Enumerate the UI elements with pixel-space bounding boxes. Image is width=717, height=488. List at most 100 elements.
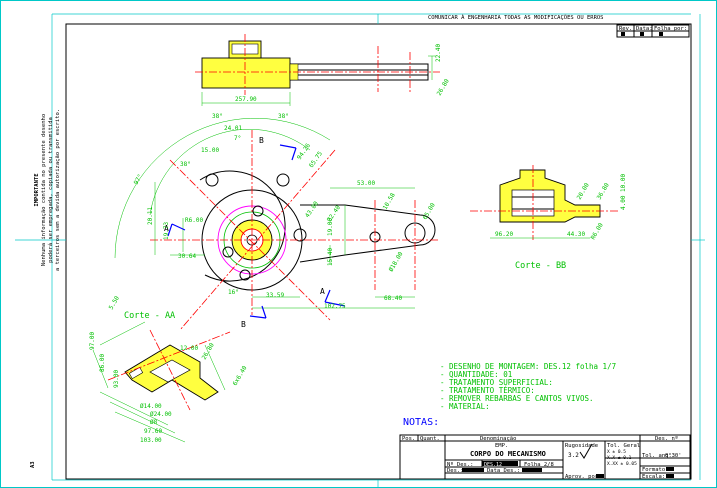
side-note-line-1: Nenhuma informação contida no presente d…: [41, 114, 47, 266]
dim-d19: 15.40: [327, 248, 334, 266]
rev-sheet-label: Folha por:: [654, 26, 687, 32]
dim-aa12: 12.00: [180, 345, 198, 352]
note-3: - TRATAMENTO SUPERFICIAL:: [440, 378, 553, 387]
note-5: - REMOVER REBARBAS E CANTOS VIVOS.: [440, 394, 594, 403]
dim-aa7: Ø24.00: [150, 411, 172, 418]
dim-top-h1: 22.40: [435, 44, 442, 62]
note-1: - DESENHO DE MONTAGEM: DES.12 folha 1/7: [440, 362, 616, 371]
section-aa-label: Corte - AA: [124, 311, 175, 321]
tb-n-des: Nº Des.:: [447, 461, 474, 468]
dim-aa6: Ø14.00: [140, 403, 162, 410]
tb-data-des: Data Des.:: [487, 468, 520, 474]
dim-top-len: 257.90: [235, 96, 257, 103]
side-note-title: IMPORTANTE: [34, 173, 40, 206]
note-6: - MATERIAL:: [440, 402, 490, 411]
top-view: 257.90 22.40 26.80: [195, 34, 451, 106]
dim-aa5: 93.00: [113, 370, 120, 388]
dim-d2: 7°: [234, 135, 241, 142]
section-aa-view: Ø14.00 Ø24.00 Ø8 97.60 103.00 97.00 86.0…: [89, 295, 249, 444]
dim-ang2: 38°: [278, 113, 289, 120]
dim-aa9: 97.60: [144, 428, 162, 435]
dim-d8: 43.00: [304, 200, 320, 219]
dim-aa1: 103.00: [140, 437, 162, 444]
tb-title: CORPO DO MECANISMO: [470, 450, 546, 458]
dim-bb-r: R6.00: [590, 222, 605, 241]
dim-d13: 30.64: [178, 253, 196, 260]
dim-bb6: 10.00: [620, 174, 627, 192]
dim-d5: 94.26: [296, 142, 312, 161]
dim-d6: 65.75: [308, 150, 324, 169]
section-bb-view: 96.20 44.30 20.00 4.00 36.80 10.00 R6.00…: [470, 165, 627, 271]
dim-d18: 19.00: [327, 218, 334, 236]
dim-d17: 68.40: [384, 295, 402, 302]
dim-aa2: 97.00: [89, 332, 96, 350]
side-note-line-3: a terceiros sem a devida autorização por…: [55, 109, 61, 271]
dim-d3: 15.00: [201, 147, 219, 154]
tb-tol-3: X.XX ± 0.05: [607, 461, 637, 467]
side-note: IMPORTANTE Nenhuma informação contida no…: [34, 109, 61, 271]
dim-ang1: 38°: [212, 113, 223, 120]
notes-title: NOTAS:: [403, 417, 439, 428]
dim-d15: 33.59: [266, 292, 284, 299]
marker-a-left: A: [164, 224, 169, 233]
dim-d4: 97°: [133, 173, 144, 186]
note-2: - QUANTIDADE: 01: [440, 370, 512, 379]
rev-date-label: Data:: [636, 26, 653, 32]
tb-aprov: Aprov. por:: [565, 474, 601, 480]
dim-d24: Ø18.00: [388, 250, 405, 273]
dim-d20: 10.58: [382, 192, 397, 211]
tb-tol-geral: Tol. Geral: [607, 443, 640, 449]
dim-aa10: 6x6.40: [232, 364, 249, 387]
dim-aa4: 5.50: [108, 295, 121, 311]
side-note-line-2: poderá ser empregada, copiada ou transmi…: [47, 117, 54, 263]
dim-aa3: 86.00: [99, 354, 106, 372]
header-notice: COMUNICAR À ENGENHARIA TODAS AS MODIFICA…: [428, 14, 604, 21]
marker-b-bottom: B: [241, 320, 246, 329]
dim-bb2: 44.30: [567, 231, 585, 238]
tb-escala: Escala:: [642, 474, 665, 480]
dim-top-h2: 26.80: [436, 78, 451, 97]
marker-b-top: B: [259, 136, 264, 145]
note-4: - TRATAMENTO TÉRMICO:: [440, 386, 535, 395]
dim-d10: R6.00: [185, 217, 203, 224]
dim-bb5: 36.80: [596, 182, 611, 201]
main-view: A A B B 38° 38° 38° 24.01 7° 15.00 97° 9…: [114, 113, 440, 331]
tb-des-no: Des. nº: [655, 435, 678, 442]
rev-label: Rev.: [619, 26, 632, 32]
dim-d11: 19.73: [163, 222, 170, 240]
dim-d7: 53.00: [357, 180, 375, 187]
drawing-frame: [65, 23, 692, 480]
notes-block: - DESENHO DE MONTAGEM: DES.12 folha 1/7 …: [403, 362, 616, 428]
dim-aa11: 26.80: [201, 342, 216, 361]
sheet-size-label: A3: [30, 461, 36, 468]
dim-aa8: Ø8: [150, 419, 158, 426]
tb-rugosity-value: 3.2: [568, 452, 579, 459]
dim-d9: 20.11: [147, 207, 154, 225]
dim-bb3: 20.00: [576, 182, 591, 201]
tb-pos: Pos.: [402, 436, 415, 442]
dim-ang3: 38°: [180, 161, 191, 168]
tb-tol-1: X ± 0.5: [607, 449, 626, 455]
tb-denominacao: Denominação: [480, 436, 516, 442]
dim-bb1: 96.20: [495, 231, 513, 238]
dim-d1: 24.01: [224, 125, 242, 132]
tb-tol-ang: Tol. ang.: [642, 453, 672, 459]
title-block: Pos. Quant. Denominação Des. nº EMP. COR…: [399, 434, 691, 480]
tb-qty: Quant.: [420, 436, 440, 442]
dim-bb4: 4.00: [620, 195, 627, 210]
tb-rugosidade: Rugosidade: [565, 443, 598, 449]
tb-tol-2: X.X ± 0.1: [607, 455, 632, 461]
marker-a-right: A: [320, 287, 325, 296]
dim-d21: 65.00: [422, 202, 437, 221]
tb-n-des-value: DES.12: [484, 462, 502, 468]
tb-tol-ang-value: 0°30': [665, 453, 682, 459]
tb-des: Des.:: [447, 468, 464, 474]
tb-empresa: EMP.: [495, 443, 508, 449]
dim-d14: 16°: [228, 289, 239, 296]
revision-table: Rev. Data: Folha por:: [616, 24, 690, 38]
tb-folha: Folha 2/8: [524, 462, 554, 468]
section-bb-label: Corte - BB: [515, 261, 566, 271]
dim-d16: 102.75: [324, 303, 346, 310]
